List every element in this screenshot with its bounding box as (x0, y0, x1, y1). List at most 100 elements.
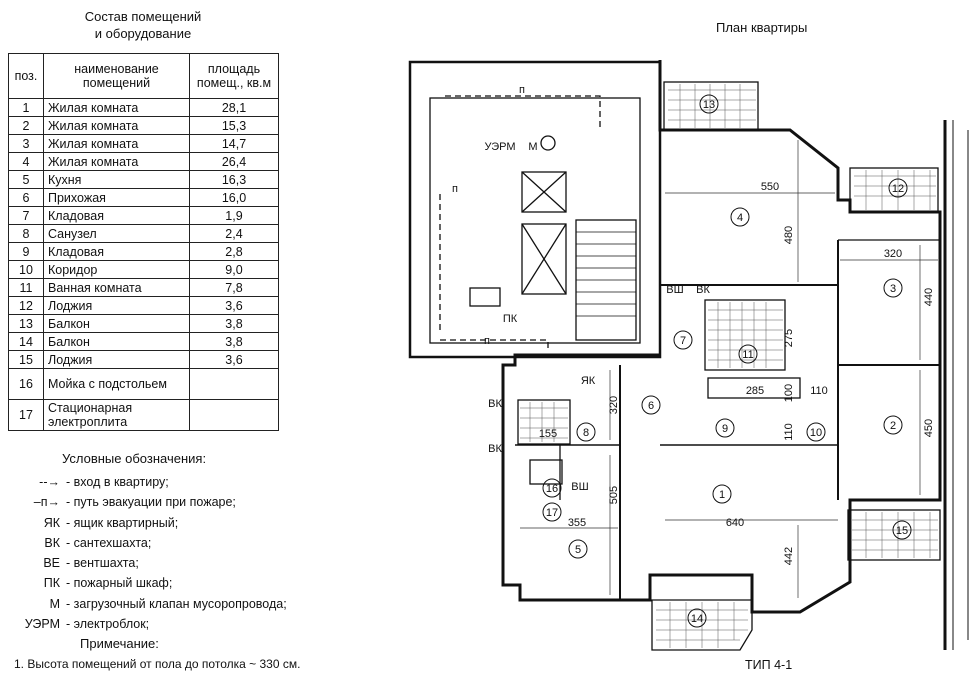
row-name: Коридор (43, 260, 190, 279)
row-area: 2,4 (189, 224, 279, 243)
room-label: 2 (890, 420, 896, 432)
dimension-label: 320 (884, 248, 902, 260)
plan-title: План квартиры (716, 20, 808, 35)
legend-text: - загрузочный клапан мусоропровода; (66, 596, 287, 611)
legend-text: - сантехшахта; (66, 535, 152, 550)
rooms-table: поз. наименование помещений площадь поме… (8, 53, 279, 431)
table-title-line2: и оборудование (94, 26, 192, 41)
legend-item: М- загрузочный клапан мусоропровода; (8, 594, 287, 614)
row-num: 1 (8, 98, 44, 117)
bathroom-11-walls (704, 299, 786, 371)
row-num: 5 (8, 170, 44, 189)
equipment-panel: Состав помещений и оборудование поз. наи… (0, 0, 395, 687)
room-marker-circle (699, 94, 719, 114)
row-area: 1,9 (189, 206, 279, 225)
dimension-label: 505 (608, 486, 620, 504)
elevator-2 (521, 223, 567, 295)
row-area: 16,3 (189, 170, 279, 189)
legend-item: ВЕ- вентшахта; (8, 553, 287, 573)
row-area: 3,8 (189, 332, 279, 351)
room-marker-circle (715, 418, 735, 438)
room-label: 3 (890, 283, 896, 295)
legend-text: - путь эвакуации при пожаре; (66, 495, 236, 510)
dimension-label: 320 (608, 396, 620, 414)
legend-text: - пожарный шкаф; (66, 576, 173, 591)
legend-symbol: ВК (44, 535, 60, 550)
row-num: 2 (8, 116, 44, 135)
room-label: 4 (737, 212, 743, 224)
legend-item: –п→- путь эвакуации при пожаре; (8, 492, 287, 512)
loggia-15 (847, 509, 941, 561)
row-name: Лоджия (43, 350, 190, 369)
dimension-label: 450 (923, 419, 935, 437)
dimension-label: 155 (539, 428, 557, 440)
row-name: Ванная комната (43, 278, 190, 297)
elevator-1 (521, 171, 567, 213)
header-name: наименование помещений (43, 53, 190, 99)
header-area: площадь помещ., кв.м (189, 53, 279, 99)
room-label: 8 (583, 427, 589, 439)
legend-item: ВК - сантехшахта; (8, 533, 287, 553)
legend-title: Условные обозначения: (62, 451, 207, 466)
row-area: 9,0 (189, 260, 279, 279)
row-num: 4 (8, 152, 44, 171)
room-marker-circle (687, 608, 707, 628)
room-marker-circle (806, 422, 826, 442)
note-title: Примечание: (80, 636, 159, 651)
room-label: 7 (680, 335, 686, 347)
row-name: Жилая комната (43, 116, 190, 135)
row-num: 6 (8, 188, 44, 207)
room-label: 13 (703, 99, 715, 111)
row-name: Балкон (43, 314, 190, 333)
equipment-mark: ВК (488, 443, 502, 455)
equipment-mark: п (519, 84, 525, 96)
legend-symbol: УЭРМ (24, 617, 60, 632)
room-marker-circle (883, 415, 903, 435)
room-marker-circle (888, 178, 908, 198)
room-marker-circle (730, 207, 750, 227)
legend-text: - вентшахта; (66, 556, 139, 571)
room-marker-circle (883, 278, 903, 298)
balcony-14 (651, 599, 753, 651)
legend-symbol: ЯК (43, 515, 60, 530)
room-marker-circle (892, 520, 912, 540)
row-name: Кухня (43, 170, 190, 189)
row-name: Кладовая (43, 206, 190, 225)
row-area: 3,8 (189, 314, 279, 333)
table-header-row: поз. наименование помещений площадь поме… (8, 53, 279, 99)
room-label: 6 (648, 400, 654, 412)
row-name: Мойка с подстольем (43, 368, 190, 400)
row-area: 26,4 (189, 152, 279, 171)
legend-text: - вход в квартиру; (66, 475, 169, 489)
dimension-label: 640 (726, 517, 744, 529)
row-name: Кладовая (43, 242, 190, 261)
row-num: 15 (8, 350, 44, 369)
equipment-mark: п (452, 183, 458, 195)
row-area: 16,0 (189, 188, 279, 207)
legend-item: УЭРМ- электроблок; (8, 614, 287, 634)
legend-item: ЯК- ящик квартирный; (8, 513, 287, 533)
dimension-label: 285 (746, 385, 764, 397)
dimension-label: 110 (783, 423, 795, 441)
equipment-mark: ЯК (581, 375, 596, 387)
room-label: 5 (575, 544, 581, 556)
legend-item: --→- вход в квартиру; (8, 472, 287, 492)
room-marker-circle (542, 502, 562, 522)
core-inner (429, 97, 641, 344)
room-label: 12 (892, 183, 904, 195)
equipment-mark: ВК (488, 398, 502, 410)
equipment-mark: ВШ (666, 284, 683, 296)
row-name: Санузел (43, 224, 190, 243)
room-marker-circle (712, 484, 732, 504)
plan-type-label: ТИП 4-1 (745, 658, 793, 672)
